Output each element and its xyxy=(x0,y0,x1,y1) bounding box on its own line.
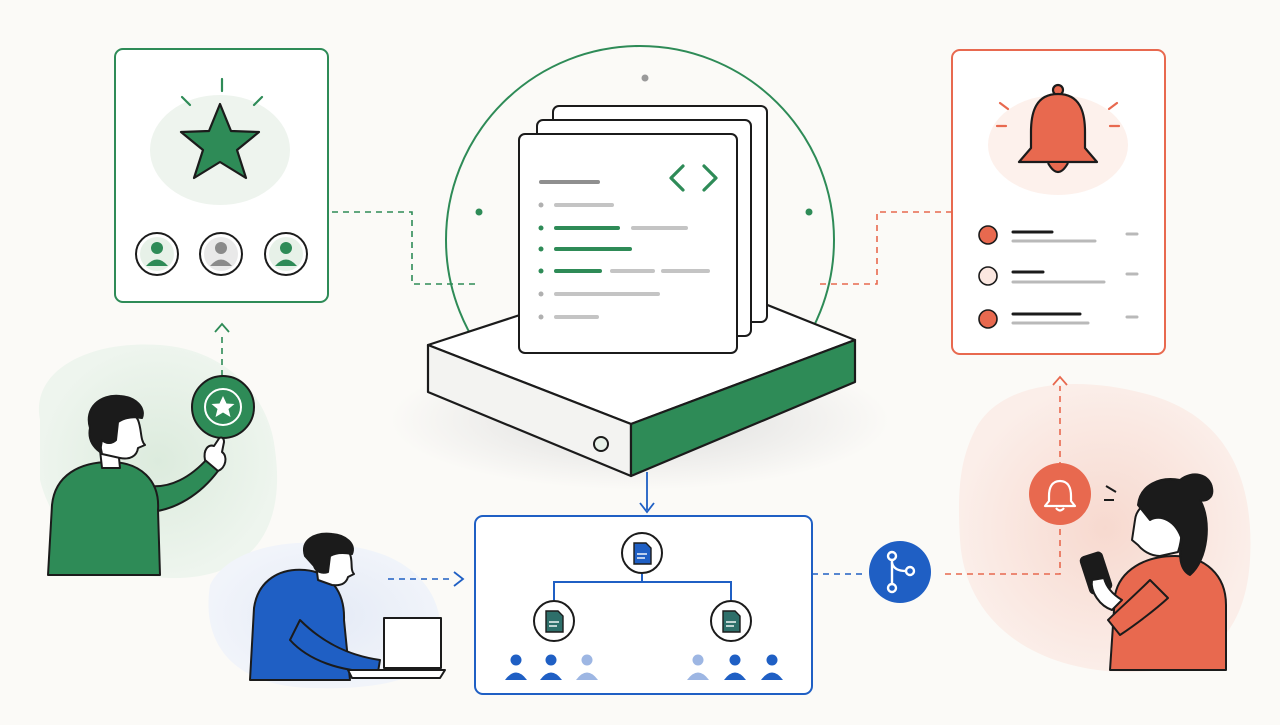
arrowhead-up-red xyxy=(1052,375,1068,386)
star-badge[interactable] xyxy=(191,375,255,439)
server-status-led xyxy=(593,436,609,452)
git-fork-icon xyxy=(886,550,916,594)
notification-row-3[interactable] xyxy=(978,309,1139,329)
notification-panel xyxy=(951,49,1166,355)
ring-dot-top xyxy=(641,74,649,82)
fork-badge[interactable] xyxy=(869,541,931,603)
notification-row-1[interactable] xyxy=(978,225,1139,245)
document-icon xyxy=(545,610,564,633)
star-panel xyxy=(114,48,329,303)
code-lines xyxy=(538,180,710,320)
person-starring-body xyxy=(47,461,161,576)
user-icon xyxy=(687,654,709,680)
notification-list xyxy=(978,225,1139,329)
server-side-face xyxy=(629,338,857,478)
bell-icon[interactable] xyxy=(1017,83,1099,174)
user-icon xyxy=(724,654,746,680)
user-icon xyxy=(576,654,598,680)
person-on-laptop xyxy=(249,532,446,681)
user-icon xyxy=(761,654,783,680)
connector-star-to-server xyxy=(332,211,478,285)
person-starring-hand xyxy=(203,436,227,472)
person-laptop-hair xyxy=(303,532,354,574)
avatar-3[interactable] xyxy=(264,232,308,276)
arrowhead-right-blue xyxy=(453,571,465,587)
attention-mark xyxy=(1105,485,1117,493)
arrowhead-down-blue xyxy=(639,502,655,514)
star-icon xyxy=(211,396,235,417)
person-phone-body xyxy=(1109,555,1227,671)
user-icon xyxy=(151,242,163,254)
fork-tree-panel xyxy=(474,515,813,695)
fork-users-right xyxy=(687,654,783,680)
bell-badge[interactable] xyxy=(1029,463,1091,525)
ring-dot-right xyxy=(805,208,813,216)
connector-server-to-bell xyxy=(818,211,952,285)
ring-dot-left xyxy=(475,208,483,216)
notification-row-2[interactable] xyxy=(978,266,1139,286)
document-icon xyxy=(633,542,652,565)
laptop[interactable] xyxy=(383,617,442,669)
person-phone-hair xyxy=(1137,473,1214,576)
laptop-base xyxy=(347,669,446,679)
document-stack[interactable] xyxy=(518,105,768,354)
fork-branch-node-right[interactable] xyxy=(710,600,752,642)
fork-tree-branches xyxy=(553,574,732,600)
connector-lines xyxy=(221,211,1061,580)
connector-fork-to-bell xyxy=(945,522,1061,575)
user-icon xyxy=(280,242,292,254)
arrowheads xyxy=(214,322,1068,587)
avatar-1[interactable] xyxy=(135,232,179,276)
code-brackets-icon xyxy=(669,164,718,192)
star-sparkles xyxy=(180,77,264,107)
person-starring xyxy=(47,394,227,576)
stargazer-avatars xyxy=(135,232,308,276)
user-icon xyxy=(540,654,562,680)
fork-tree-frame xyxy=(474,515,813,695)
star-icon[interactable] xyxy=(179,102,261,180)
person-with-phone xyxy=(1079,473,1227,671)
person-phone-hand xyxy=(1090,577,1123,611)
fork-branch-node-left[interactable] xyxy=(533,600,575,642)
person-phone-arm xyxy=(1107,579,1169,636)
person-starring-hair xyxy=(87,394,144,453)
user-icon xyxy=(215,242,227,254)
avatar-2[interactable] xyxy=(199,232,243,276)
bell-sparkles xyxy=(995,101,1121,128)
user-icon xyxy=(505,654,527,680)
fork-users-left xyxy=(505,654,598,680)
fork-root-node[interactable] xyxy=(621,532,663,574)
document-icon xyxy=(722,610,741,633)
arrowhead-up-green xyxy=(214,322,230,333)
bell-icon xyxy=(1043,479,1077,512)
